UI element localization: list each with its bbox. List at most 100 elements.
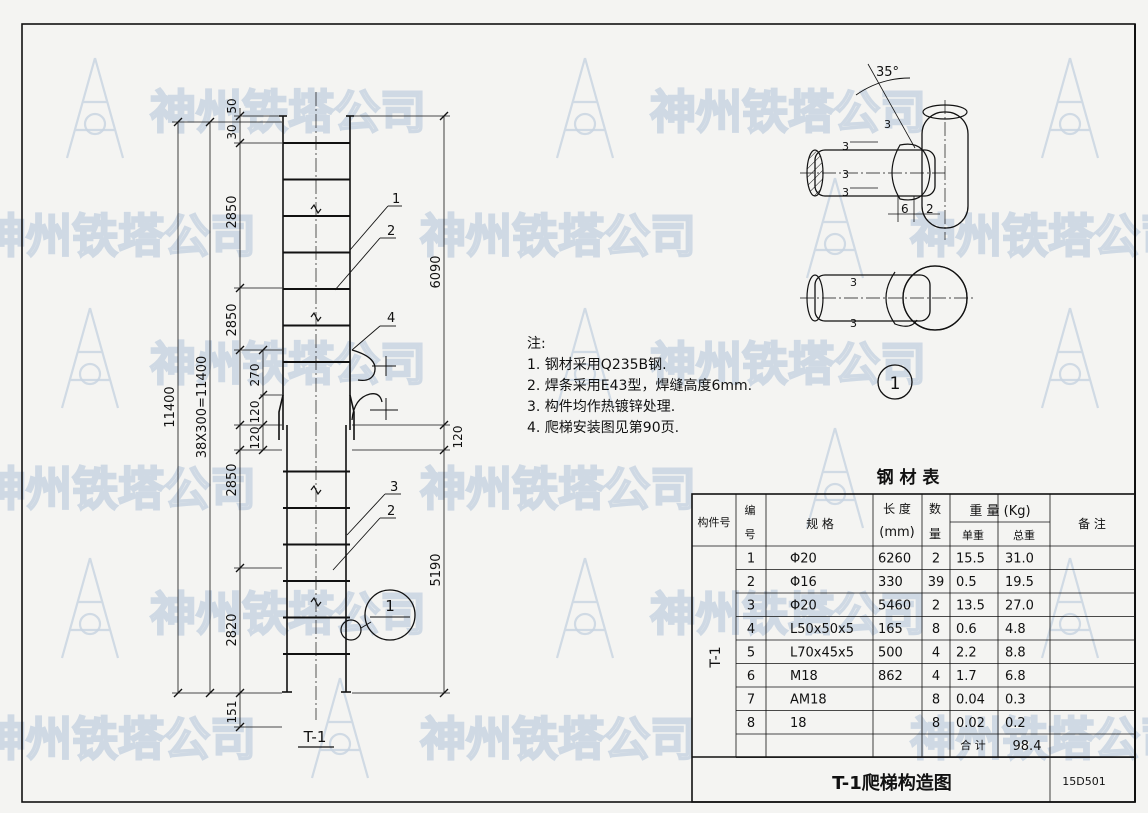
dim-total-height: 11400 [163,386,178,427]
callout-label: 1 [385,597,395,615]
watermark-logo-shape [573,612,597,636]
weld-detail: 35° 3 3 3 3 6 2 3 3 1 [800,63,975,400]
dim-overlap: 120 [451,426,465,449]
watermark-logo [555,557,615,659]
dim-seg: 120 [248,401,262,424]
notes: 注: 1. 钢材采用Q235B钢. 2. 焊条采用E43型，焊缝高度6mm. 3… [527,336,752,436]
th-qty-bottom: 量 [929,527,941,541]
part-ref: 1 [392,192,400,207]
ladder-elevation: 1 1 2 4 3 2 T-1 [278,92,416,748]
notes-heading: 注: [527,336,546,352]
dim-seg: 151 [225,701,239,724]
table-frame [691,493,1136,803]
cell-spec: Φ20 [790,599,817,614]
cell-qty: 2 [932,552,940,567]
cell-total-weight: 27.0 [1005,599,1034,614]
watermark-logo [60,557,120,659]
th-unit-weight: 单重 [962,528,984,542]
watermark-text: 神州铁塔公司 [650,337,926,391]
cell-total-weight: 0.3 [1005,693,1026,708]
cell-no: 3 [747,599,755,614]
watermark-text: 神州铁塔公司 [650,587,926,641]
detail-label: 1 [890,374,901,394]
cell-spec: L70x45x5 [790,646,854,661]
dim-tick [235,420,245,430]
th-length-bottom: (mm) [879,525,914,540]
th-no-bottom: 号 [745,528,756,541]
dim-tick [235,283,245,293]
dim-seg: 270 [248,364,262,387]
watermark-logo-shape [60,307,120,409]
watermark-logo-shape [1058,112,1082,136]
watermark-text: 神州铁塔公司 [150,85,426,139]
dim-seg: 30 [225,124,239,139]
break-mark [310,484,322,496]
cell-total-weight: 8.8 [1005,646,1026,661]
angle-arc [855,77,911,96]
dim-tick [235,688,245,698]
cell-unit-weight: 0.6 [956,622,977,637]
watermark-text: 神州铁塔公司 [420,462,696,516]
watermark-logo [805,427,865,529]
rung-section-2 [814,274,931,322]
cell-no: 1 [747,552,755,567]
cell-unit-weight: 0.5 [956,575,977,590]
th-no-top: 编 [745,503,756,517]
drawing-code: 15D501 [1062,775,1105,788]
watermark-text: 神州铁塔公司 [0,462,256,516]
dim-tick [439,111,449,121]
cell-unit-weight: 2.2 [956,646,977,661]
watermark-logo-shape [328,732,352,756]
cell-spec: AM18 [790,693,827,708]
watermark-logo [60,307,120,409]
gap-label: 6 [901,202,909,216]
cell-unit-weight: 15.5 [956,552,985,567]
table-grid [692,494,1135,802]
watermark-logo-shape [1058,362,1082,386]
th-weight: 重 量 (Kg) [969,503,1030,519]
callout-leader [360,621,372,629]
leader-line [346,493,386,536]
cell-spec: L50x50x5 [790,622,854,637]
angle-label: 35° [876,65,899,80]
watermark-logo-shape [1040,557,1100,659]
bracket-arm [351,349,376,382]
material-table: 钢 材 表 构件号 编 号 规 格 长 度 (mm) 数 量 重 量 (Kg) … [691,467,1136,803]
leader-line [334,237,381,291]
cell-no: 7 [747,693,755,708]
sum-value: 98.4 [1013,739,1042,754]
watermark-logo [805,177,865,279]
th-qty-top: 数 [929,501,941,516]
cell-no: 6 [747,669,755,684]
watermark-layer: 神州铁塔公司 神州铁塔公司 神州铁塔公司 神州铁塔公司 神州铁塔公司 神州铁塔公… [0,57,1148,779]
dim-seg: 2820 [225,613,240,646]
dim-tick [235,722,245,732]
watermark-logo [555,307,615,409]
watermark-logo-shape [310,677,370,779]
watermark-text: 神州铁塔公司 [420,712,696,766]
watermark-logo [555,57,615,159]
cell-total-weight: 0.2 [1005,716,1026,731]
dim-seg: 120 [248,427,262,450]
cell-no: 2 [747,575,755,590]
weld-size-label: 3 [850,276,857,289]
cell-no: 4 [747,622,755,637]
watermark-logo-shape [78,362,102,386]
watermark-logo-shape [823,232,847,256]
watermark-text: 神州铁塔公司 [650,85,926,139]
watermark-text: 神州铁塔公司 [0,712,256,766]
drawing-label: T-1 [303,728,327,746]
break-mark [310,596,322,608]
watermark-text: 神州铁塔公司 [0,209,256,263]
detail-label-circle [877,364,913,400]
weld-bead-2 [885,271,918,327]
cell-unit-weight: 0.02 [956,716,985,731]
weld-bead [891,143,931,201]
dim-tick [205,688,215,698]
cell-unit-weight: 13.5 [956,599,985,614]
watermark-logo-shape [805,427,865,529]
th-spec: 规 格 [806,516,834,531]
